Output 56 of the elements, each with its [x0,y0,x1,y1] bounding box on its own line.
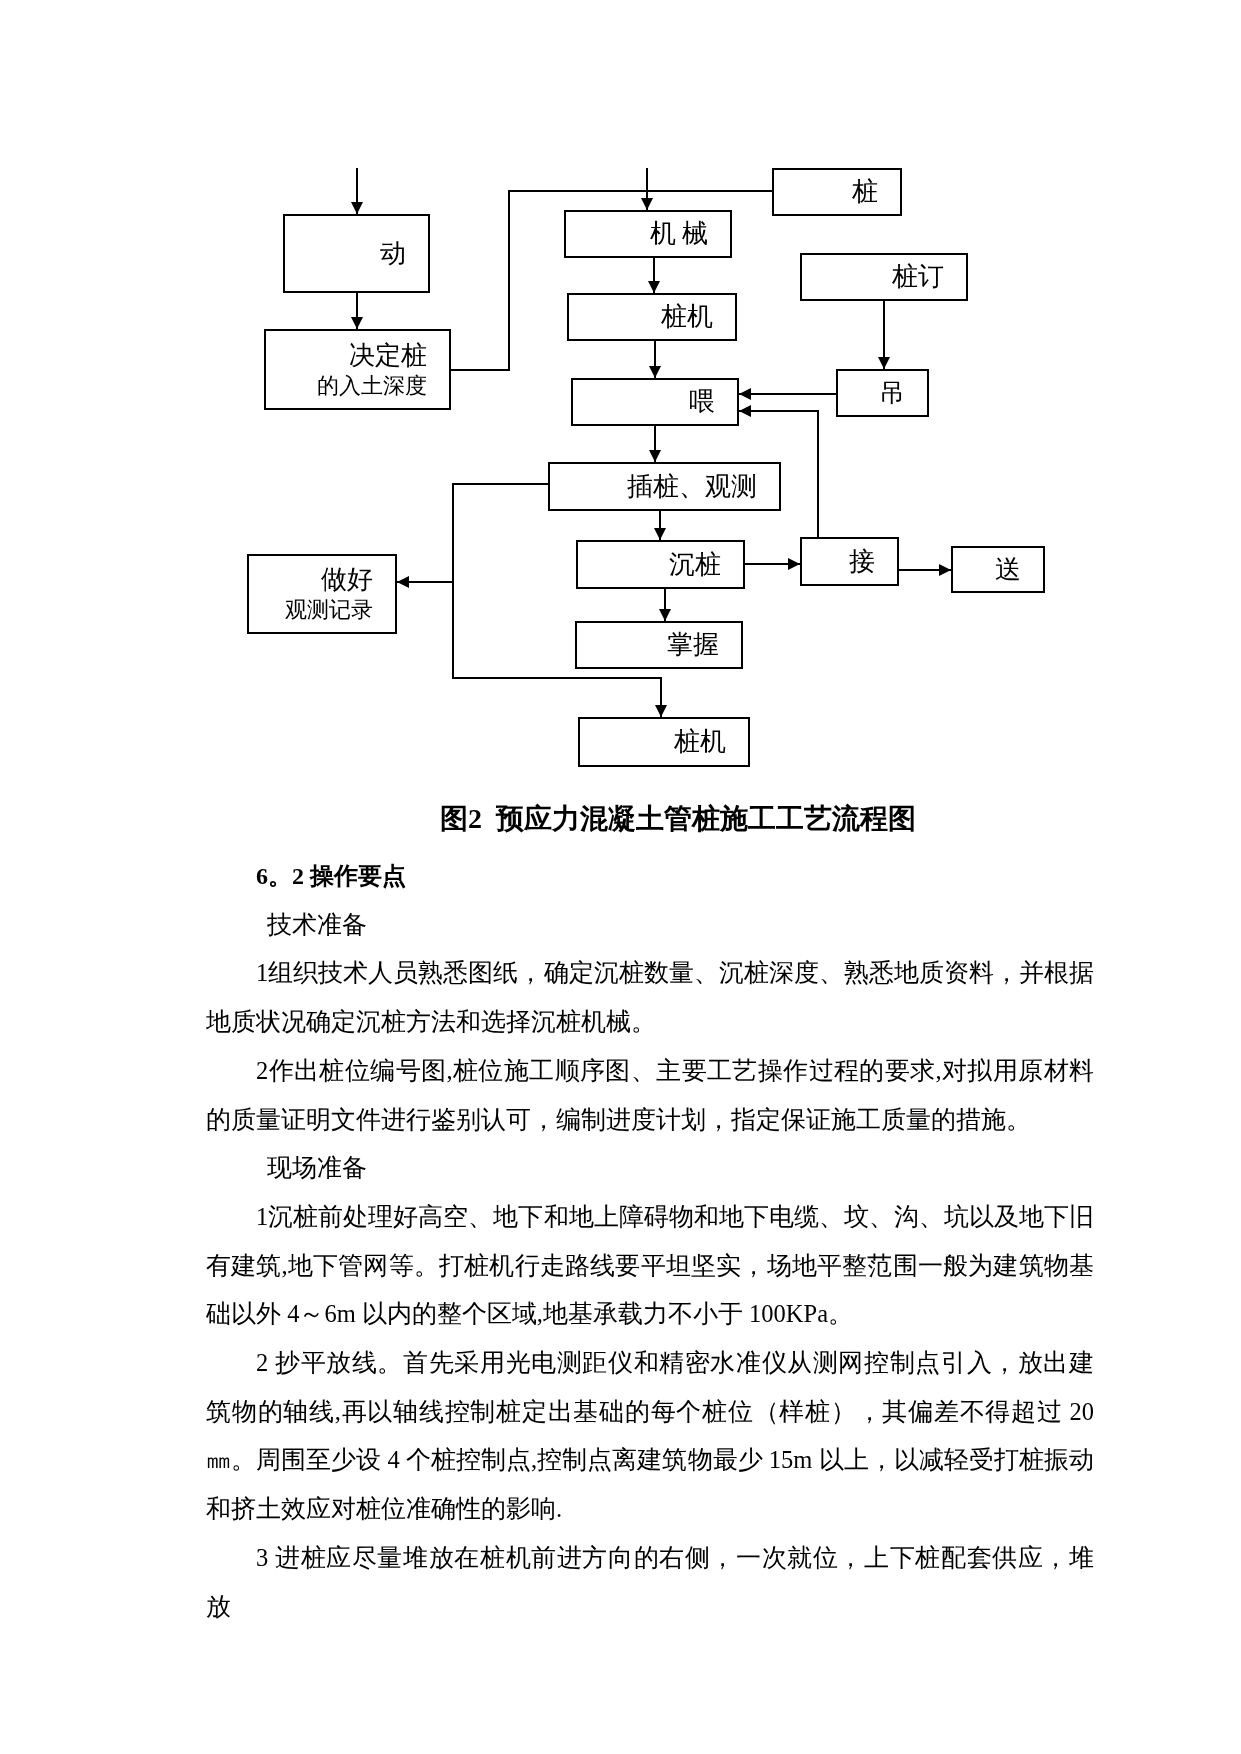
arrow [738,405,819,538]
process-box [951,546,1045,593]
box-label: 掌握 [667,629,719,661]
arrow [648,257,660,294]
process-box [247,554,397,634]
box-label: 接 [849,545,875,578]
paragraph: 3 进桩应尽量堆放在桩机前进方向的右侧，一次就位，上下桩配套供应，堆放 [206,1542,1094,1622]
process-box [800,253,968,301]
arrow [659,588,671,622]
box-label: 观测记录 [285,596,373,624]
process-box [578,717,750,767]
process-box [567,293,737,341]
process-box [576,540,745,589]
process-box [564,210,732,258]
box-label: 桩 [852,176,878,208]
paragraph: 1沉桩前处理好高空、地下和地上障碍物和地下电缆、坟、沟、坑以及地下旧有建筑,地下管网等。打桩机行走路线要平坦坚实，场地平整范围一般为建筑物基础以外 4～6m 以内的整个区域,地基承载力不小于 100KPa。 [206,1201,1094,1330]
box-label: 送 [995,553,1021,586]
box-label: 决定桩 [349,339,427,372]
process-box [548,462,781,511]
arrow [738,388,837,400]
process-box [575,621,743,669]
process-box [283,214,430,293]
arrow [878,300,890,370]
connector-line [450,190,773,371]
process-box [571,378,739,426]
box-label: 沉桩 [669,548,721,581]
arrow [744,558,801,570]
box-label: 桩机 [661,301,713,333]
arrow [649,340,661,379]
arrow [654,510,666,541]
arrow [351,167,363,215]
box-label: 吊 [879,377,905,409]
section-heading: 6。2 操作要点 [255,862,407,891]
arrow [452,483,667,718]
arrow [351,292,363,330]
process-box [264,329,451,410]
box-label: 喂 [689,386,715,418]
process-box [772,168,902,216]
box-label: 做好 [321,564,373,596]
arrow [898,564,952,576]
process-box [800,537,899,586]
subheading: 技术准备 [266,909,368,940]
box-label: 桩订 [892,261,944,293]
figure-caption: 图2 预应力混凝土管桩施工工艺流程图 [439,802,917,836]
arrow [649,425,661,463]
box-label: 桩机 [674,726,726,758]
paragraph: 2 抄平放线。首先采用光电测距仪和精密水准仪从测网控制点引入，放出建筑物的轴线,再以轴线控制桩定出基础的每个桩位（样桩），其偏差不得超过 20㎜。周围至少设 4 个桩控制点,控制点离建筑物最少 15m 以上，以减轻受打桩振动和挤土效应对桩位准确性的影响. [206,1348,1094,1525]
paragraph: 2作出桩位编号图,桩位施工顺序图、主要工艺操作过程的要求,对拟用原材料的质量证明文件进行鉴别认可，编制进度计划，指定保证施工质量的措施。 [206,1055,1094,1135]
box-label: 的入土深度 [317,371,427,400]
subheading: 现场准备 [266,1153,368,1184]
paragraph: 1组织技术人员熟悉图纸，确定沉桩数量、沉桩深度、熟悉地质资料，并根据地质状况确定沉桩方法和选择沉桩机械。 [206,958,1094,1038]
box-label: 动 [380,237,406,270]
box-label: 插桩、观测 [627,470,757,503]
process-box [836,369,929,417]
box-label: 机 械 [649,218,708,250]
arrow [641,167,653,211]
